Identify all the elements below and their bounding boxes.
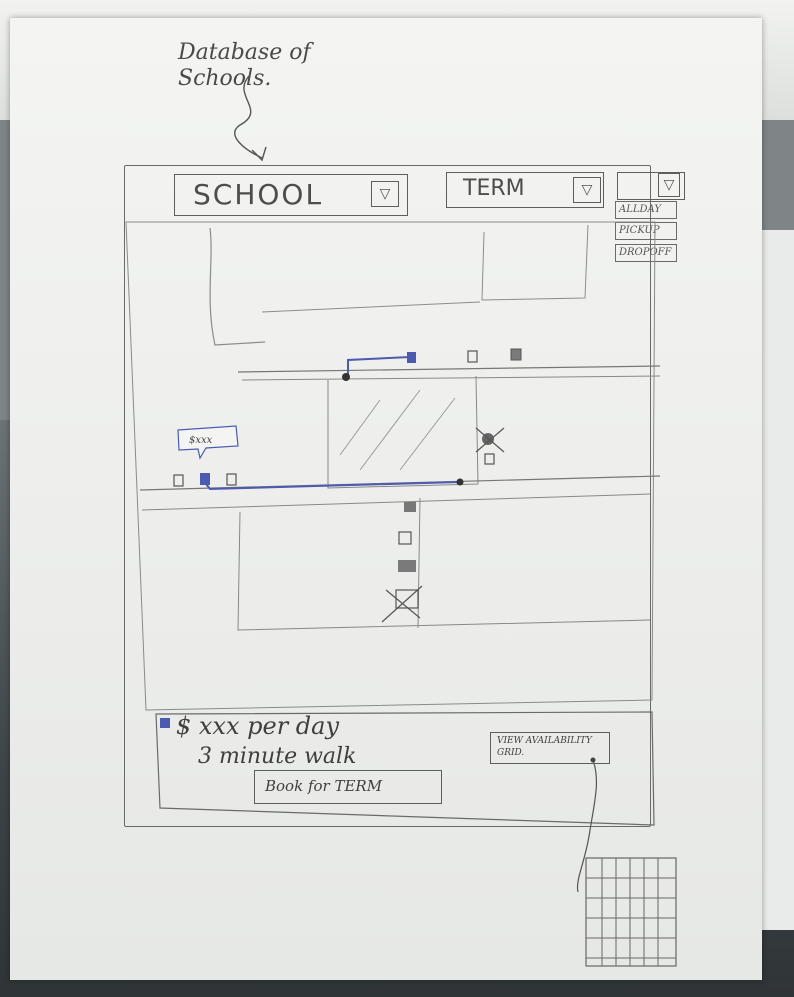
grid-icon bbox=[585, 857, 677, 967]
route-line-2 bbox=[205, 481, 461, 491]
result-card-border bbox=[155, 711, 655, 826]
filled-square-icon bbox=[398, 560, 416, 572]
availability-connector bbox=[576, 759, 598, 893]
school-select[interactable]: SCHOOL ▽ bbox=[174, 174, 408, 216]
empty-square-icon bbox=[467, 350, 478, 363]
empty-square-icon bbox=[484, 453, 495, 465]
caret-down-icon[interactable]: ▽ bbox=[371, 181, 399, 207]
filled-square-icon bbox=[404, 502, 416, 512]
paper-sheet bbox=[10, 18, 762, 980]
filled-square-icon bbox=[407, 352, 416, 363]
price-bubble-label: $xxx bbox=[189, 435, 213, 446]
app-frame bbox=[124, 165, 651, 827]
annotation-arrow bbox=[234, 74, 263, 159]
session-option-allday[interactable]: ALLDAY bbox=[615, 201, 677, 219]
current-location-marker bbox=[342, 373, 350, 381]
term-select[interactable]: TERM ▽ bbox=[446, 172, 604, 208]
caret-down-icon[interactable]: ▽ bbox=[573, 177, 601, 203]
school-select-value: SCHOOL bbox=[193, 178, 324, 211]
result-checkbox bbox=[160, 718, 170, 728]
session-option-dropoff[interactable]: DROPOFF bbox=[615, 244, 677, 262]
empty-square-icon bbox=[173, 474, 184, 487]
caret-down-icon[interactable]: ▽ bbox=[658, 173, 680, 197]
session-select[interactable]: ▽ bbox=[617, 172, 685, 200]
filled-square-icon bbox=[510, 348, 522, 361]
book-term-label: Book for TERM bbox=[265, 777, 383, 795]
map-border bbox=[125, 221, 656, 711]
result-price: $ xxx per day bbox=[176, 712, 340, 740]
term-select-value: TERM bbox=[463, 176, 525, 201]
price-bubble bbox=[177, 425, 239, 460]
book-term-button[interactable]: Book for TERM bbox=[254, 770, 442, 804]
filled-square-icon bbox=[200, 473, 210, 485]
view-availability-button[interactable]: VIEW AVAILABILITY GRID. bbox=[490, 732, 610, 764]
route-line-1 bbox=[347, 356, 411, 376]
database-annotation: Database of Schools. bbox=[178, 40, 311, 91]
empty-square-icon bbox=[226, 473, 237, 486]
result-distance: 3 minute walk bbox=[198, 744, 357, 769]
view-availability-label: VIEW AVAILABILITY GRID. bbox=[497, 736, 592, 758]
empty-square-icon bbox=[398, 531, 412, 545]
